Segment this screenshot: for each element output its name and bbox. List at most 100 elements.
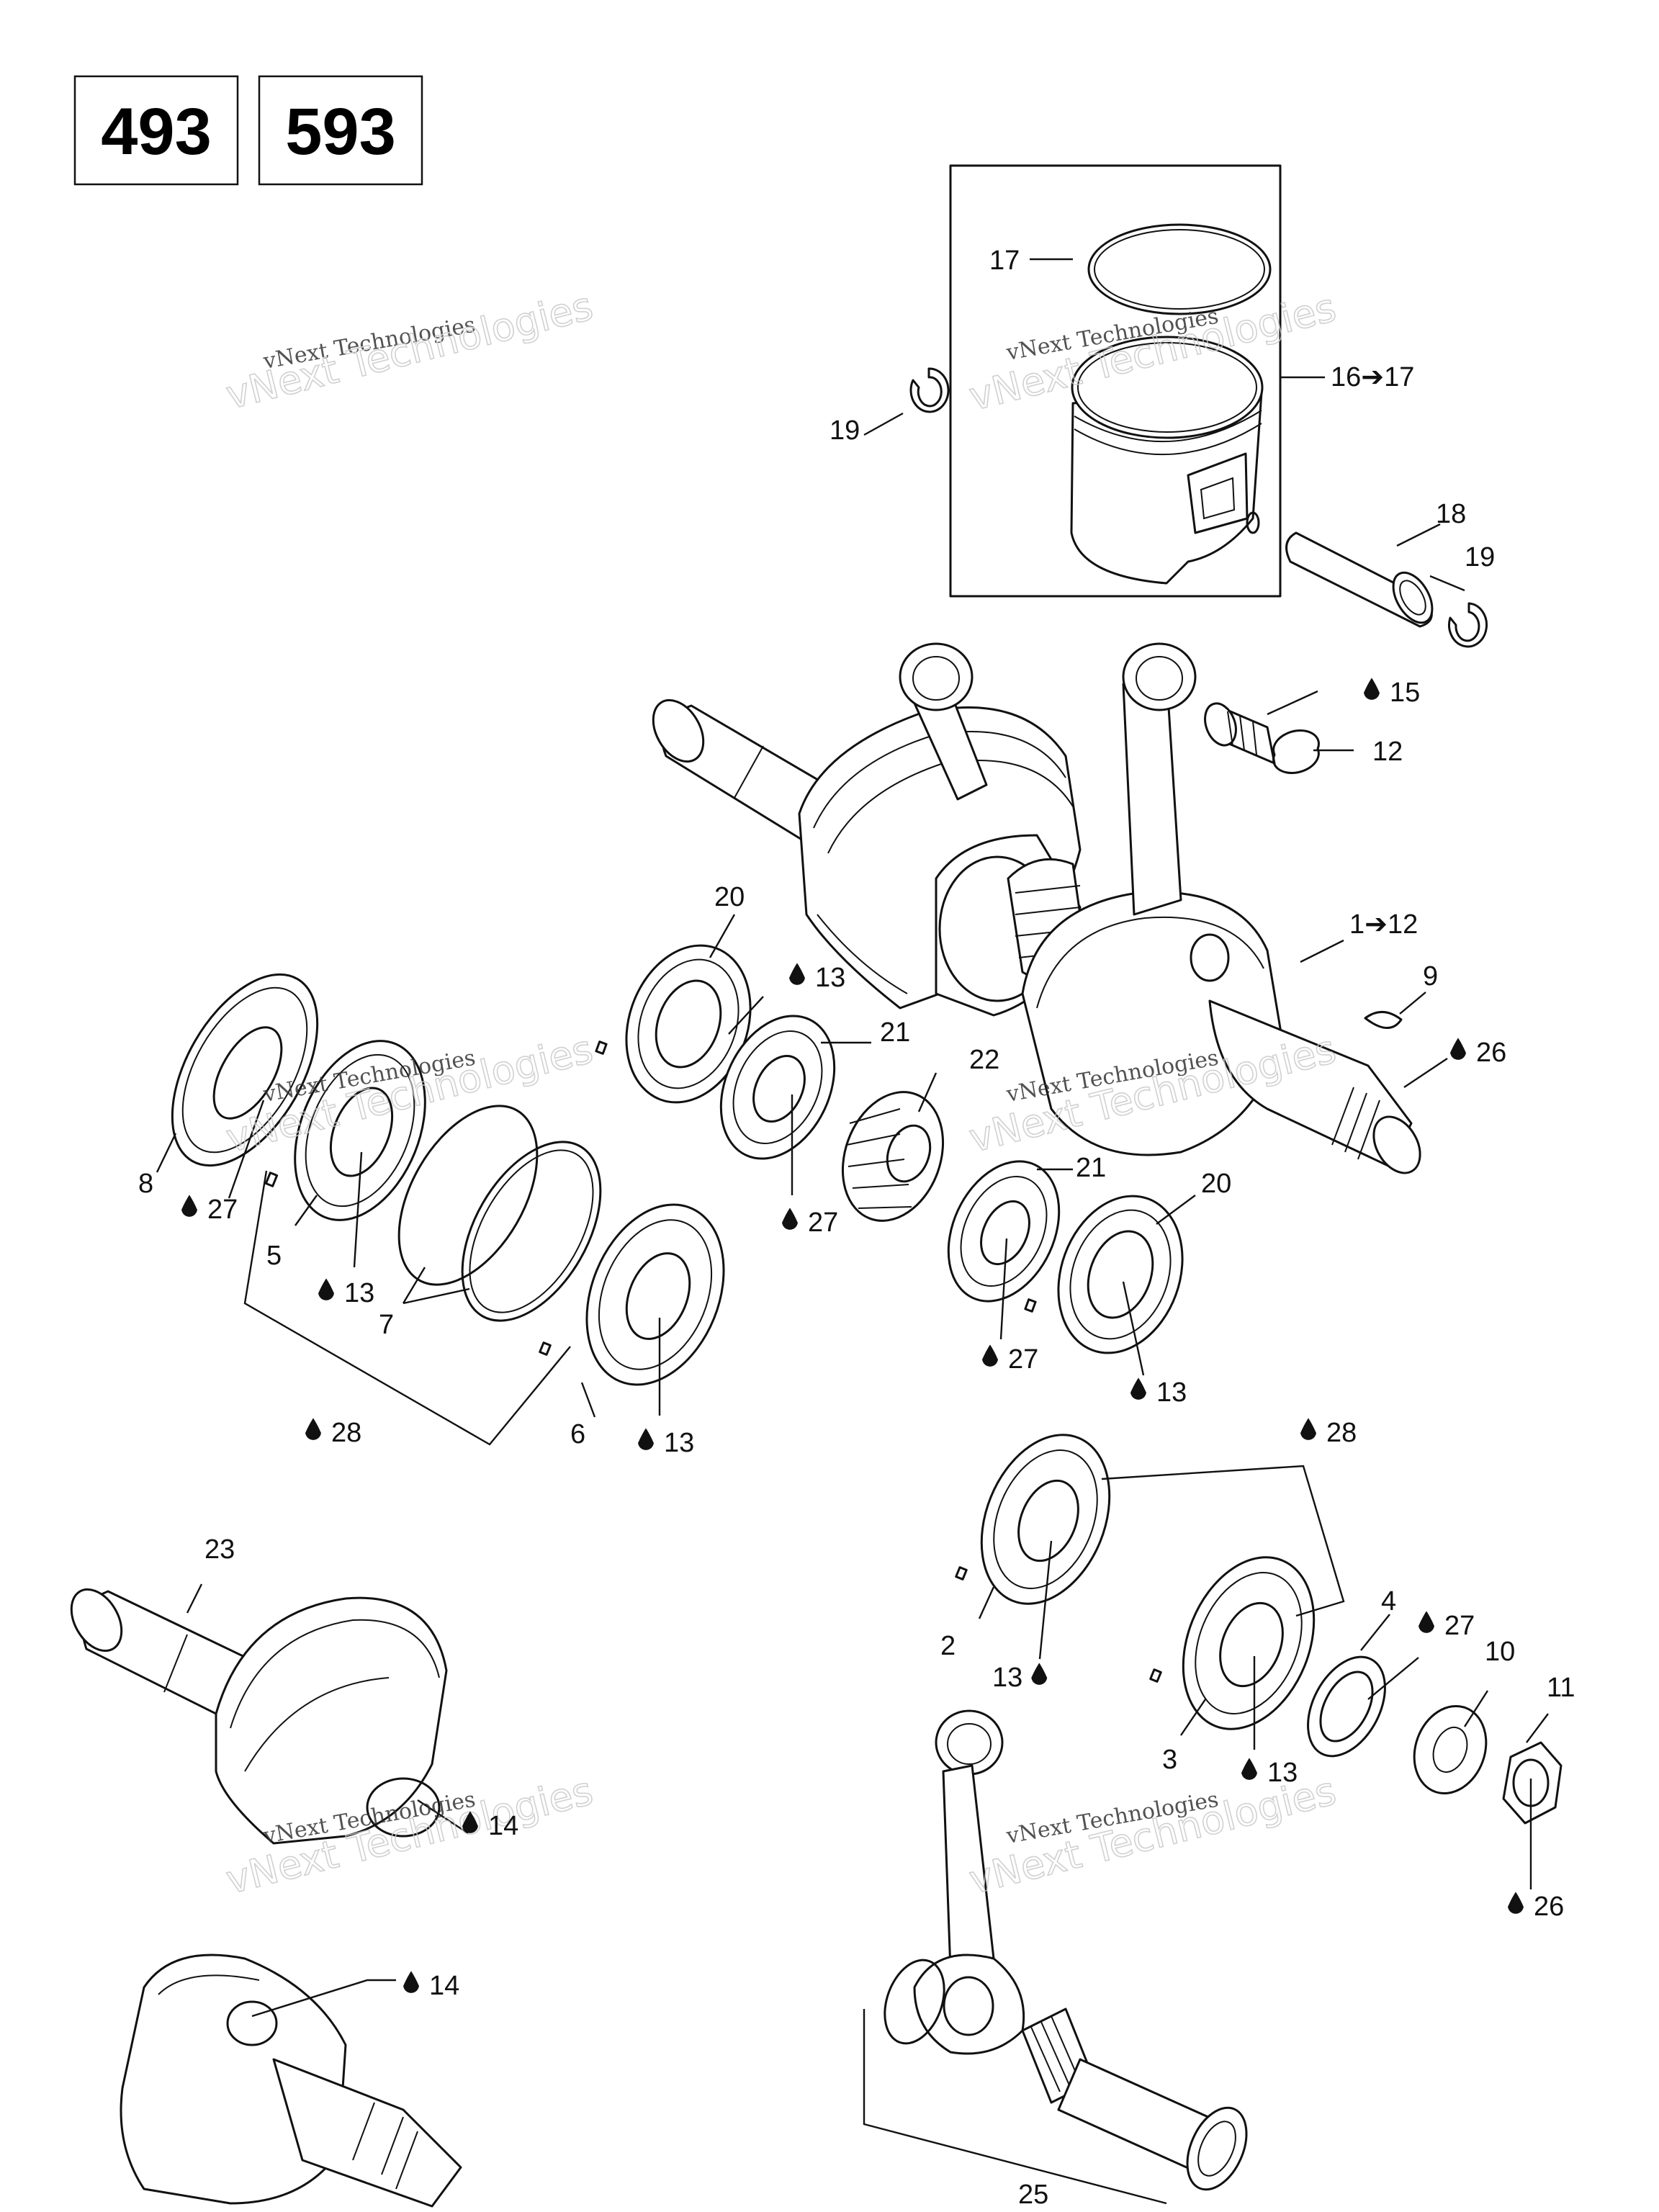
leader-lines	[156, 258, 1549, 2205]
callout-number: 23	[204, 1534, 235, 1565]
hex-nut-11	[1502, 1741, 1563, 1825]
callout-number: 28	[331, 1418, 361, 1448]
callout-c2: 2	[940, 1631, 956, 1661]
callout-c13c: 13	[1130, 1377, 1187, 1408]
connecting-rod-kit	[884, 1709, 1248, 2191]
callout-number: 12	[1372, 737, 1403, 767]
lubricant-drop-icon	[318, 1278, 334, 1300]
callout-number: 25	[1018, 2180, 1048, 2210]
callout-c1: 1➔12	[1349, 909, 1418, 940]
callout-c27b: 27	[782, 1208, 838, 1238]
callout-c15: 15	[1364, 678, 1420, 708]
callout-number: 18	[1436, 499, 1466, 529]
callout-c21b: 21	[1076, 1153, 1106, 1183]
oil-seal-8	[171, 973, 319, 1167]
callout-c19b: 19	[1465, 542, 1495, 572]
callout-number: 14	[488, 1811, 518, 1841]
washer-10	[1413, 1704, 1488, 1795]
callout-number: 10	[1485, 1637, 1515, 1667]
callout-c6: 6	[570, 1419, 585, 1449]
callout-number: 17	[989, 246, 1020, 276]
callout-c14a: 14	[462, 1811, 518, 1841]
callout-c25: 25	[1018, 2180, 1048, 2210]
oil-seal-21-lower	[947, 1160, 1061, 1303]
callout-c27d: 27	[1419, 1611, 1475, 1641]
callout-number: 27	[1444, 1611, 1475, 1641]
callout-c9: 9	[1423, 961, 1438, 992]
oil-seal-4	[1307, 1655, 1386, 1758]
callout-c20a: 20	[714, 882, 745, 912]
circlip-left	[909, 367, 950, 413]
callout-c10: 10	[1485, 1637, 1515, 1667]
callout-number: 26	[1534, 1892, 1564, 1922]
roller-bearing-3	[1149, 1556, 1316, 1730]
lubricant-drop-icon	[1364, 678, 1380, 700]
model-label-593: 593	[285, 95, 396, 168]
callout-number: 21	[1076, 1153, 1106, 1183]
callout-number: 2	[940, 1631, 956, 1661]
ball-bearing-20-top	[595, 944, 752, 1104]
needle-bearing-cage	[1204, 702, 1276, 765]
callout-c21a: 21	[880, 1017, 910, 1048]
callout-c26a: 26	[1450, 1038, 1506, 1068]
callout-number: 6	[570, 1419, 585, 1449]
callout-number: 14	[429, 1971, 459, 2001]
callout-c13b: 13	[318, 1278, 374, 1308]
lubricant-drop-icon	[462, 1811, 478, 1833]
callout-number: 8	[138, 1169, 153, 1199]
callout-number: 20	[714, 882, 745, 912]
lubricant-drop-icon	[782, 1208, 798, 1230]
crankshaft-assembly	[652, 642, 1421, 1174]
callout-number: 1➔12	[1349, 909, 1418, 940]
callout-number: 13	[1267, 1758, 1298, 1788]
callout-number: 9	[1423, 961, 1438, 992]
callout-c27a: 27	[181, 1195, 238, 1225]
callout-c26b: 26	[1508, 1892, 1564, 1922]
model-label-493: 493	[101, 95, 212, 168]
crankshaft-half-23	[70, 1588, 448, 1845]
callout-c17: 17	[989, 246, 1020, 276]
lubricant-drop-icon	[1450, 1038, 1466, 1060]
callout-number: 5	[266, 1241, 282, 1271]
callout-c28a: 28	[305, 1418, 361, 1448]
drive-gear-22	[841, 1091, 945, 1222]
callout-number: 28	[1326, 1418, 1357, 1448]
callout-c5: 5	[266, 1241, 282, 1271]
lubricant-drop-icon	[1031, 1663, 1048, 1685]
callout-c14b: 14	[403, 1971, 459, 2001]
oil-seal-21-top	[719, 1015, 836, 1160]
callout-number: 19	[1465, 542, 1495, 572]
callout-c22: 22	[969, 1045, 999, 1075]
callout-number: 11	[1547, 1673, 1575, 1703]
roller-bearing-5	[264, 1040, 426, 1221]
model-badge-593: 593	[258, 75, 423, 186]
callout-c13f: 13	[1241, 1758, 1298, 1788]
callout-c12: 12	[1372, 737, 1403, 767]
callout-number: 26	[1476, 1038, 1506, 1068]
callout-c13a: 13	[789, 963, 845, 993]
rings-7	[397, 1105, 602, 1322]
callout-c13e: 13	[992, 1663, 1048, 1693]
callout-number: 27	[1008, 1344, 1038, 1375]
callout-number: 15	[1390, 678, 1420, 708]
lubricant-drop-icon	[1508, 1892, 1524, 1914]
circlip-right	[1448, 602, 1488, 648]
callout-number: 13	[815, 963, 845, 993]
callout-c13d: 13	[638, 1428, 694, 1458]
callout-number: 22	[969, 1045, 999, 1075]
ball-bearing-6	[539, 1203, 725, 1386]
ball-bearing-2	[955, 1434, 1111, 1605]
woodruff-key	[1364, 1011, 1403, 1029]
callout-number: 27	[207, 1195, 238, 1225]
lubricant-drop-icon	[403, 1971, 419, 1993]
callout-c8: 8	[138, 1169, 153, 1199]
piston-pin	[1285, 531, 1434, 628]
callout-c23: 23	[204, 1534, 235, 1565]
crankshaft-half-lower	[120, 1954, 462, 2208]
lubricant-drop-icon	[982, 1344, 998, 1367]
callout-number: 21	[880, 1017, 910, 1048]
callout-number: 16➔17	[1331, 362, 1414, 392]
callout-number: 13	[992, 1663, 1022, 1693]
lubricant-drop-icon	[1419, 1611, 1434, 1633]
